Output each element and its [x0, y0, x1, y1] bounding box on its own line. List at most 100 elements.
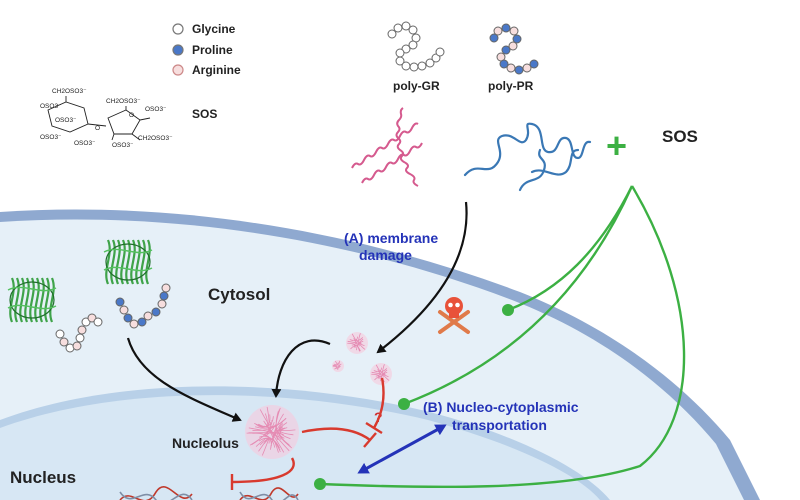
bead: [129, 319, 139, 329]
protein-strand: [110, 239, 116, 285]
bead: [159, 291, 169, 301]
gfp-protein-middle: [103, 239, 153, 285]
protein-strand: [49, 277, 55, 323]
bead: [522, 63, 532, 73]
bead: [393, 23, 403, 33]
bead: [489, 33, 499, 43]
chem-right-bottom2: CH2OSO3⁻: [138, 135, 173, 142]
chem-left-l2: OSO3⁻: [55, 117, 77, 124]
protein-strand: [39, 277, 45, 323]
poly-gr-strand: [395, 107, 419, 187]
arrow-protein-to-nucleolus: [126, 337, 242, 422]
plus-icon: +: [606, 125, 627, 166]
poly-gr-strand: [361, 142, 423, 184]
chem-left-top: CH2OSO3⁻: [52, 88, 87, 95]
cell-regions: [0, 209, 760, 500]
green-line-to-aggregate: [403, 185, 634, 406]
mechanism-b-label-line2: transportation: [452, 417, 547, 433]
bead: [401, 21, 411, 31]
bead: [409, 62, 419, 72]
bead: [425, 58, 435, 68]
bead: [161, 283, 171, 293]
protein-strand: [140, 239, 146, 285]
green-endpoint-membrane: [502, 304, 514, 316]
bead: [435, 47, 445, 57]
chem-left-l1: OSO3⁻: [40, 103, 62, 110]
green-sos-arrows: [319, 185, 686, 489]
sos-treatment-label: SOS: [662, 127, 698, 146]
cytosol-label: Cytosol: [208, 285, 270, 304]
legend-proline-swatch: [172, 44, 184, 56]
protein-strand: [103, 266, 153, 272]
bead: [157, 299, 167, 309]
aggregate-scribble: [347, 333, 366, 352]
mechanism-a-label-line1: (A) membrane: [344, 230, 438, 246]
legend-arginine-swatch: [172, 64, 184, 76]
bead: [509, 26, 519, 36]
protein-strand: [135, 239, 141, 285]
bead: [506, 63, 516, 73]
protein-strand: [130, 239, 136, 285]
chem-link-oxygen: O: [95, 125, 100, 132]
aggregate-particles: [245, 332, 392, 459]
bead: [119, 305, 129, 315]
skull-crossbones-icon: [438, 297, 470, 334]
protein-strand: [14, 277, 20, 323]
protein-strand: [105, 239, 111, 285]
arrow-aggregate-to-nucleolus: [271, 339, 331, 398]
legend: Glycine Proline Arginine SOS: [172, 22, 241, 121]
chem-left-l3: OSO3⁻: [40, 134, 62, 141]
mechanism-b-label-line1: (B) Nucleo-cytoplasmic: [423, 399, 579, 415]
red-inhibit-nucleolus-to-dna: [231, 457, 295, 484]
bead: [77, 325, 87, 335]
legend-arginine-label: Arginine: [192, 63, 241, 77]
legend-glycine-swatch: [172, 23, 184, 35]
poly-pr-tangle: [463, 122, 592, 192]
protein-strand: [7, 304, 57, 310]
bead: [499, 59, 509, 69]
protein-strand: [120, 239, 126, 285]
bead: [508, 41, 518, 51]
protein-strand: [9, 277, 15, 323]
poly-pr-bead-chain: [489, 23, 539, 75]
red-inhibit-aggregate: [372, 377, 385, 429]
right-sugar-ring: [107, 109, 141, 135]
poly-gr-strands: [351, 107, 423, 187]
bead: [395, 56, 405, 66]
chem-right-top2: OSO3⁻: [145, 106, 167, 113]
bead: [408, 25, 418, 35]
bead: [408, 40, 418, 50]
bead: [401, 61, 411, 71]
nucleolus-label: Nucleolus: [172, 435, 239, 451]
poly-gr-label: poly-GR: [393, 79, 440, 93]
bead: [72, 341, 82, 351]
protein-strand: [44, 277, 50, 323]
green-line-to-nucleus: [319, 185, 686, 489]
chem-right-top1: CH2OSO3⁻: [106, 98, 141, 105]
sos-chemical-labels: CH2OSO3⁻ OSO3⁻ OSO3⁻ OSO3⁻ OSO3⁻ O CH2OS…: [40, 88, 173, 149]
nucleus-label: Nucleus: [10, 468, 76, 487]
bead: [529, 59, 539, 69]
bead: [93, 317, 103, 327]
protein-outline: [9, 281, 55, 319]
protein-strand: [19, 277, 25, 323]
arrow-membrane-damage: [376, 201, 468, 354]
poly-pr-label: poly-PR: [488, 79, 534, 93]
aggregate-scribble: [246, 406, 296, 456]
protein-strand: [24, 277, 30, 323]
bead: [501, 23, 511, 33]
nucleus-area: [0, 395, 600, 500]
bead: [512, 34, 522, 44]
protein-strand: [34, 277, 40, 323]
chem-right-bottom1: OSO3⁻: [112, 142, 134, 149]
protein-strand: [115, 239, 121, 285]
poly-gr-strand: [351, 122, 419, 169]
bead: [514, 65, 524, 75]
bead: [59, 337, 69, 347]
protein-strand: [145, 239, 151, 285]
bead: [115, 297, 125, 307]
sos-chemical-structure: [47, 96, 151, 141]
aggregate-scribble: [332, 360, 342, 370]
bead: [137, 317, 147, 327]
